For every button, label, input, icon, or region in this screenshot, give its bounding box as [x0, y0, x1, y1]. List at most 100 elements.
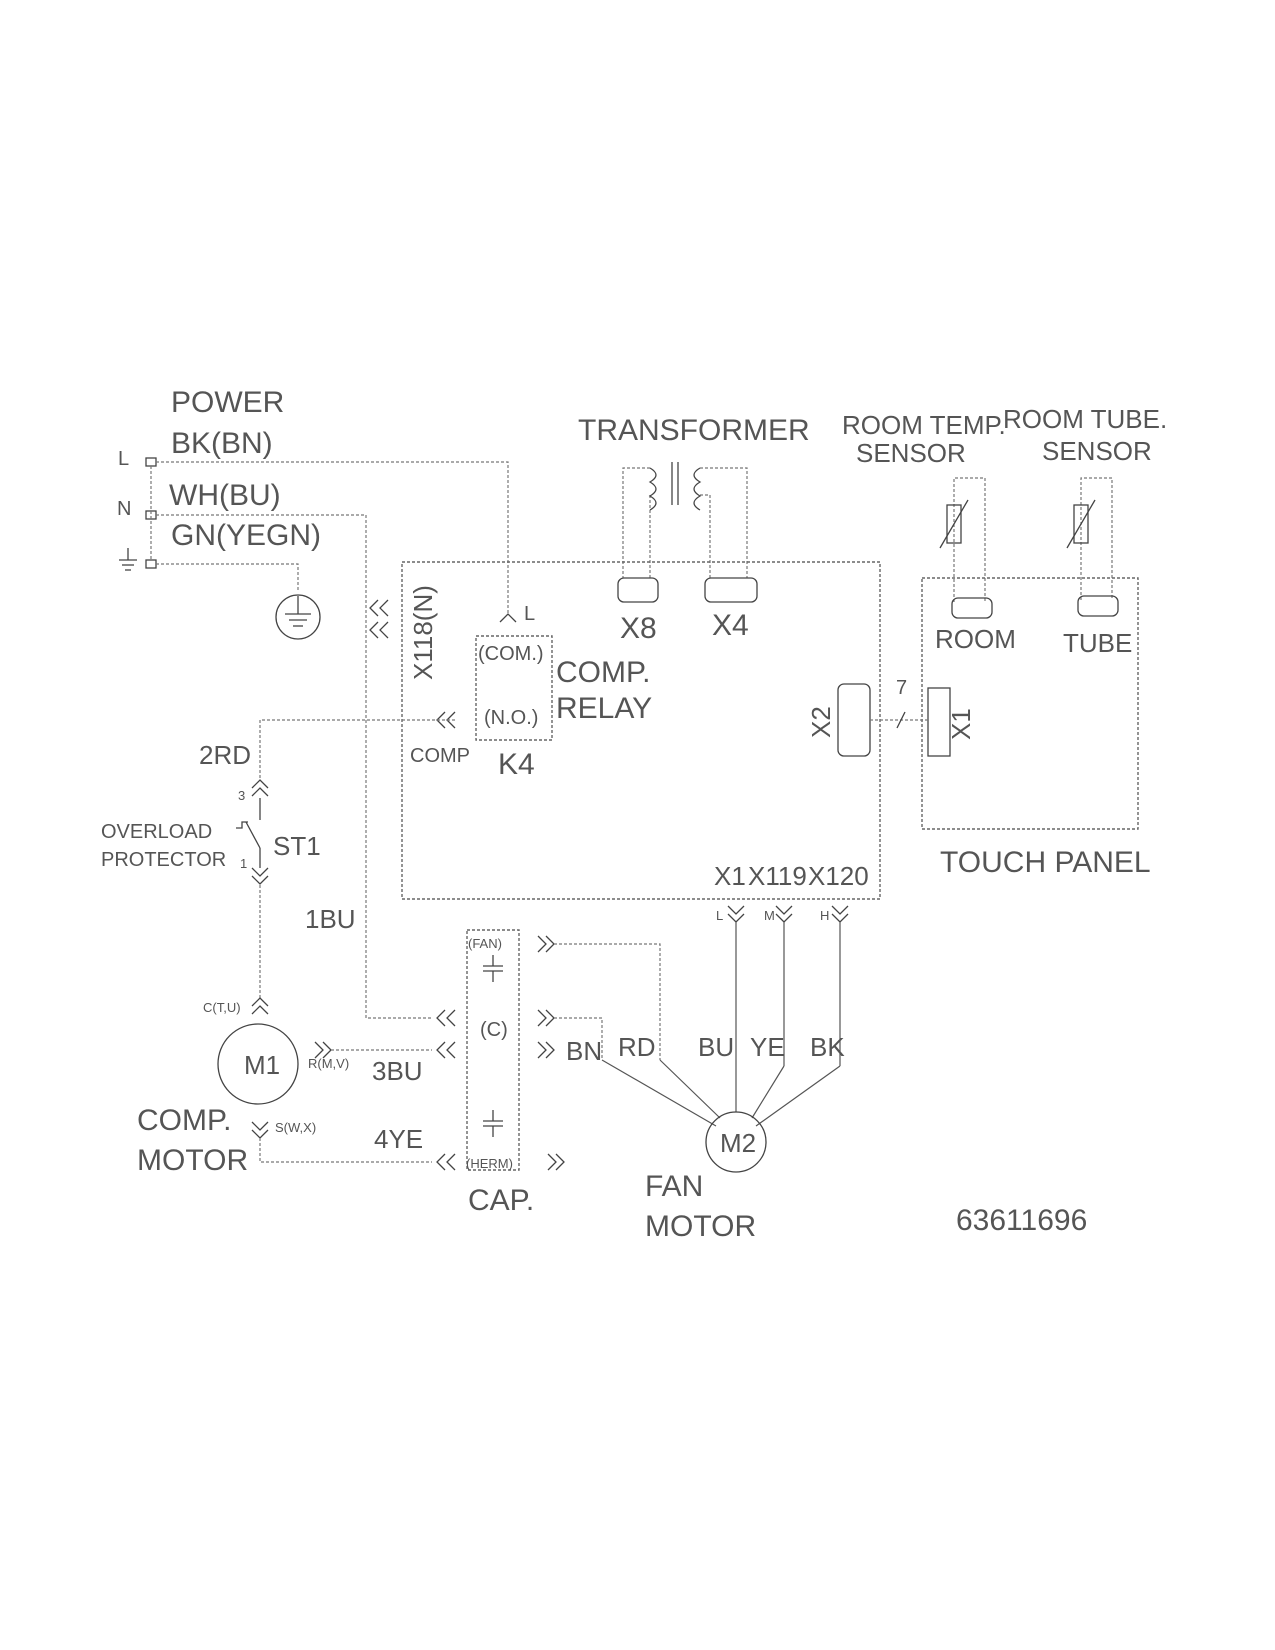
comp-motor-title-line2: MOTOR	[137, 1144, 248, 1177]
touch-panel-outline	[921, 577, 1139, 830]
overload-pin1-arrow	[251, 867, 269, 885]
overload-title-line2: PROTECTOR	[101, 849, 226, 871]
fan-h-arrow	[831, 905, 849, 923]
relay-no-label: (N.O.)	[484, 707, 538, 729]
overload-pin3-arrow	[251, 779, 269, 797]
room-connector	[951, 597, 993, 619]
l-connector-arrow	[499, 613, 517, 623]
tube-sensor-title-line1: ROOM TUBE.	[1003, 404, 1167, 434]
capacitor-lower-icon	[483, 1110, 503, 1137]
cap-herm-terminal-label: (HERM)	[466, 1156, 513, 1171]
x4-label: X4	[712, 609, 749, 642]
relay-title-line1: COMP.	[556, 656, 650, 689]
comp-r-terminal-label: R(M,V)	[308, 1056, 349, 1071]
x2-connector	[837, 683, 871, 757]
fan-m-pin-label: M	[764, 908, 775, 923]
relay-com-label: (COM.)	[478, 643, 544, 665]
cap-fan-right-arrow	[537, 935, 555, 953]
overload-title-line1: OVERLOAD	[101, 821, 212, 843]
x118-lower-arrow	[369, 621, 389, 639]
st1-label: ST1	[273, 831, 321, 861]
ground-terminal	[145, 559, 157, 569]
comp-s-terminal-label: S(W,X)	[275, 1120, 316, 1135]
comp-relay-k4	[475, 635, 553, 741]
cap-c-left-arrow-lower	[436, 1041, 456, 1059]
x4-connector	[704, 577, 758, 603]
power-n-terminal-label: N	[117, 498, 131, 520]
cap-fan-terminal-label: (FAN)	[468, 936, 502, 951]
comp-motor-title-line1: COMP.	[137, 1104, 231, 1137]
l-terminal	[145, 457, 157, 467]
power-l-terminal-label: L	[118, 448, 129, 470]
touch-panel-x1-connector	[927, 687, 951, 757]
wire-4ye-label: 4YE	[374, 1124, 423, 1154]
capacitor-title: CAP.	[468, 1184, 534, 1217]
cap-herm-left-arrow	[436, 1153, 456, 1171]
comp-s-arrow	[251, 1121, 269, 1139]
fan-m-arrow	[775, 905, 793, 923]
tube-thermistor	[1073, 504, 1089, 544]
tube-sensor-title-line2: SENSOR	[1042, 436, 1152, 466]
power-supply: POWER BK(BN) WH(BU) GN(YEGN) L N	[117, 386, 509, 640]
room-sensor-title-line1: ROOM TEMP.	[842, 410, 1006, 440]
fan-wire-bn-label: BN	[566, 1036, 602, 1066]
capacitor: (FAN) (C) (HERM) CAP.	[436, 929, 565, 1217]
earth-ground-icon	[275, 594, 321, 640]
x118-label: X118(N)	[408, 585, 438, 680]
x118-upper-arrow	[369, 599, 389, 617]
touch-panel-title: TOUCH PANEL	[940, 846, 1151, 879]
transformer-title: TRANSFORMER	[578, 414, 810, 447]
power-l-wire-label: BK(BN)	[171, 427, 273, 460]
x119-label: X119	[748, 861, 807, 891]
transformer-primary-coil	[648, 467, 657, 511]
x2-label: X2	[806, 706, 836, 738]
capacitor-outline	[466, 929, 520, 1171]
room-connector-label: ROOM	[935, 624, 1016, 654]
tube-connector-label: TUBE	[1063, 628, 1132, 658]
part-number: 63611696	[956, 1204, 1087, 1237]
power-title: POWER	[171, 386, 284, 419]
m2-label: M2	[720, 1128, 756, 1158]
comp-c-arrow	[251, 997, 269, 1015]
fan-x1-label: X1	[714, 861, 746, 891]
fan-l-arrow	[727, 905, 745, 923]
compressor-motor-m1	[217, 1023, 299, 1105]
cap-herm-right-arrow	[547, 1153, 565, 1171]
tube-connector	[1077, 595, 1119, 617]
fan-motor: BN RD BU YE BK M2 FAN MOTOR	[554, 922, 845, 1243]
m1-label: M1	[244, 1050, 280, 1080]
cap-c-right-arrow-upper	[537, 1009, 555, 1027]
compressor-motor: C(T,U) M1 R(M,V) 3BU S(W,X) 4YE COMP. MO…	[137, 620, 432, 1177]
ground-icon	[119, 548, 137, 571]
fan-wire-bu-label: BU	[698, 1032, 734, 1062]
transformer: TRANSFORMER X8 X4	[578, 414, 810, 645]
control-board: X118(N) L (COM.) (N.O.) COMP. RELAY K4 C…	[369, 561, 881, 923]
k4-label: K4	[498, 748, 535, 781]
overload-pin1-label: 1	[240, 856, 247, 871]
capacitor-upper-icon	[483, 955, 503, 982]
fan-motor-title-line1: FAN	[645, 1170, 703, 1203]
transformer-secondary-coil	[693, 467, 702, 511]
x8-connector	[617, 577, 659, 603]
x120-label: X120	[808, 861, 869, 891]
power-ground-wire-label: GN(YEGN)	[171, 519, 321, 552]
overload-switch-symbol	[236, 821, 248, 829]
relay-title-line2: RELAY	[556, 692, 652, 725]
x118-l-label: L	[524, 603, 535, 625]
comp-label: COMP	[410, 745, 470, 767]
touch-panel-wire-count: 7	[896, 677, 907, 699]
fan-motor-m2	[705, 1111, 767, 1173]
fan-l-pin-label: L	[716, 908, 723, 923]
control-board-outline	[401, 561, 881, 900]
overload-pin3-label: 3	[238, 788, 245, 803]
touch-panel: ROOM TEMP. SENSOR ROOM TUBE. SENSOR ROOM…	[842, 404, 1167, 879]
cap-c-left-arrow-upper	[436, 1009, 456, 1027]
wire-1bu-label: 1BU	[305, 904, 356, 934]
x8-label: X8	[620, 612, 657, 645]
fan-wire-rd-label: RD	[618, 1032, 656, 1062]
cap-c-right-arrow-lower	[537, 1041, 555, 1059]
comp-c-terminal-label: C(T,U)	[203, 1000, 241, 1015]
wire-3bu-label: 3BU	[372, 1056, 423, 1086]
room-thermistor	[946, 504, 962, 544]
